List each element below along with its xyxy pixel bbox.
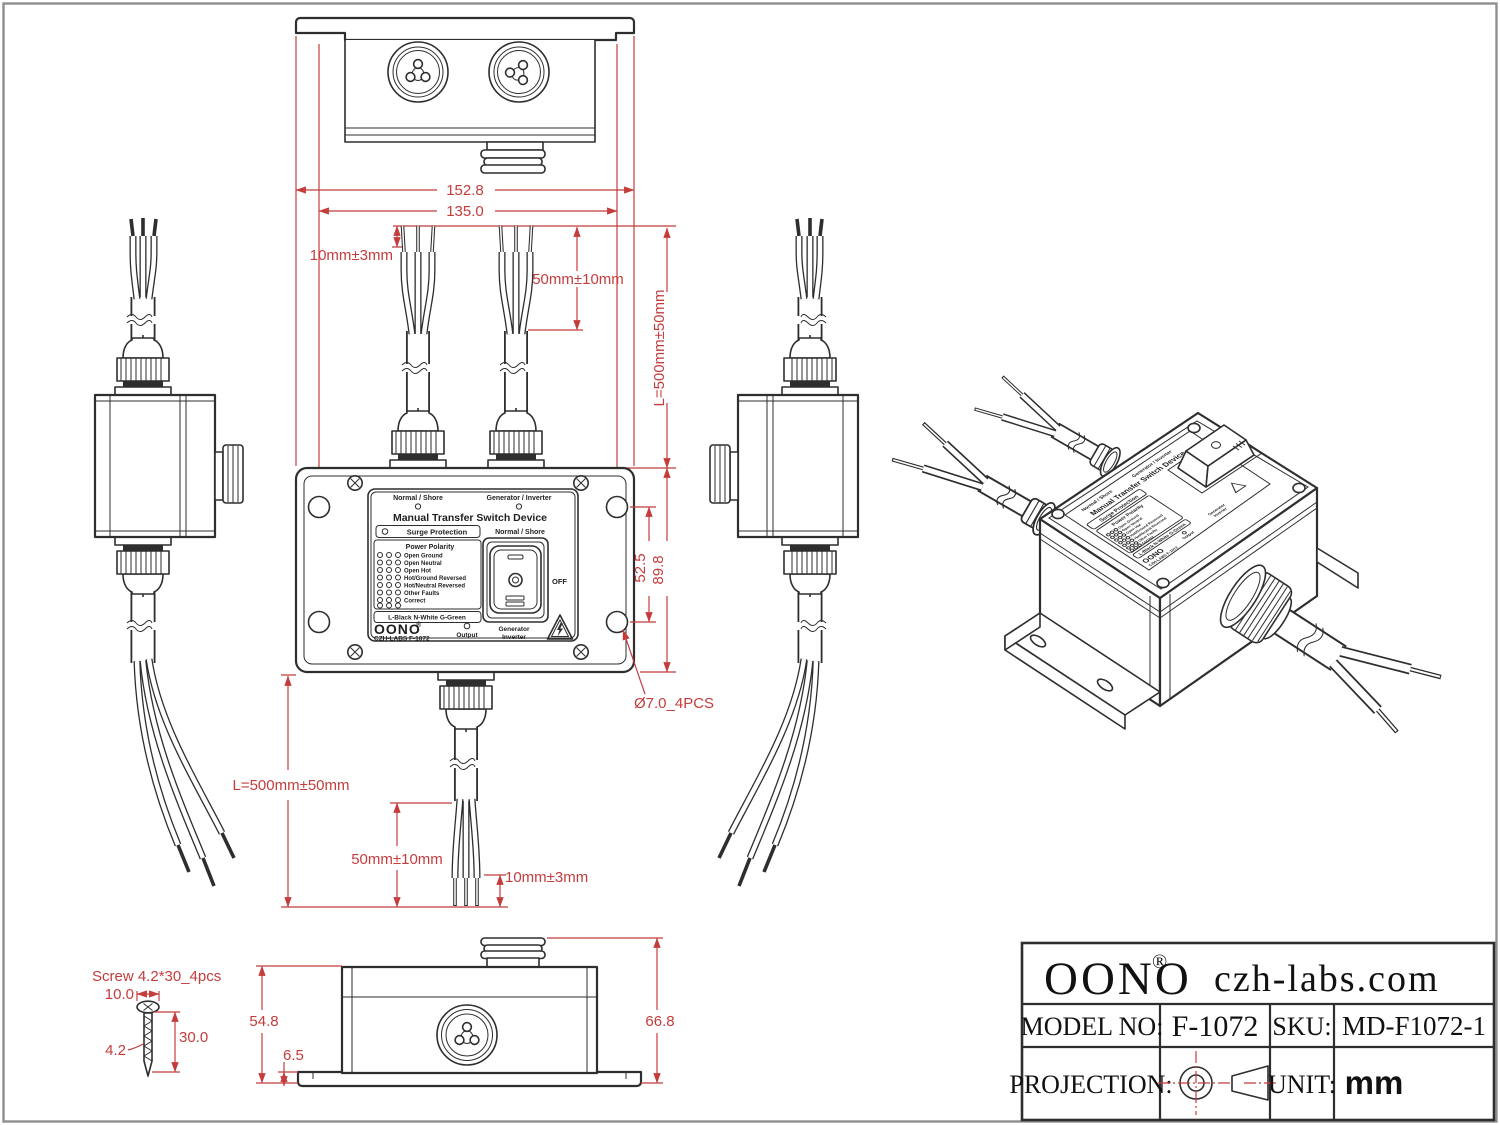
- screw-shaft-dia: 4.2: [105, 1042, 126, 1059]
- warning-triangle-icon: [546, 614, 574, 640]
- port-label-left: Normal / Shore: [393, 495, 443, 502]
- iso-inv: Inverter: [1212, 506, 1229, 517]
- iso-input-gland-1: [974, 375, 1121, 478]
- polarity-row: Other Faults: [404, 591, 440, 597]
- dim-split-bottom: 50mm±10mm: [351, 851, 443, 868]
- screw-detail: Screw 4.2*30_4pcs 10.0 30.0 4.2: [92, 968, 221, 1077]
- iso-corner-screws: [1051, 422, 1306, 589]
- front-output-cable: [437, 671, 495, 906]
- polarity-title: Power Polarity: [406, 544, 455, 551]
- polarity-row: Hot/Neutral Reversed: [404, 584, 465, 590]
- model-value: F-1072: [1172, 1010, 1259, 1043]
- title-block-site: czh-labs.com: [1214, 958, 1440, 1000]
- side-view-right: [710, 218, 858, 886]
- iso-output-gland: [1219, 564, 1442, 734]
- isometric-view: Normal / Shore Generator / Inverter Manu…: [891, 375, 1442, 734]
- bottom-view: [296, 937, 643, 1088]
- projection-label: PROJECTION:: [1009, 1070, 1172, 1099]
- iso-led-grid: [1106, 528, 1142, 552]
- dim-hole-note: Ø7.0_4PCS: [634, 695, 714, 712]
- dim-wire-length-right: L=500mm±50mm: [651, 289, 668, 406]
- polarity-row: Open Hot: [404, 569, 431, 575]
- iso-row: Correct: [1141, 535, 1156, 545]
- dim-body-height: 54.8: [249, 1013, 278, 1030]
- bottom-view-gland: [436, 1004, 498, 1066]
- dim-overall-height-front: 89.8: [650, 555, 667, 584]
- switch-generator-label: Generator: [498, 626, 530, 633]
- mount-hole: [307, 610, 331, 634]
- label-brand-reg: ®: [416, 621, 422, 629]
- iso-input-gland-2: [891, 421, 1056, 536]
- sku-label: SKU:: [1272, 1012, 1331, 1041]
- polarity-row: Hot/Ground Reversed: [404, 576, 466, 582]
- dimensions-top: 152.8 135.0 10mm±3mm 50mm±10mm L=500mm±5…: [295, 36, 676, 495]
- dim-strip-bottom: 10mm±3mm: [505, 869, 588, 886]
- front-input-cable-left: [390, 226, 446, 468]
- unit-value: mm: [1345, 1064, 1404, 1101]
- label-title: Manual Transfer Switch Device: [393, 512, 547, 524]
- title-block-brand-reg: ®: [1152, 951, 1167, 973]
- dim-strip-top: 10mm±3mm: [310, 247, 393, 264]
- top-view-gland-left: [387, 41, 449, 103]
- title-block: OONO ® czh-labs.com MODEL NO: F-1072 SKU…: [1009, 941, 1496, 1122]
- top-view: [294, 16, 636, 174]
- dim-flange-height: 6.5: [283, 1047, 304, 1064]
- wire-code: L-Black N-White G-Green: [388, 615, 466, 622]
- switch-inverter-label: Inverter: [502, 634, 526, 641]
- screw-length: 30.0: [179, 1029, 208, 1046]
- polarity-row: Open Neutral: [404, 561, 442, 567]
- screw-drawing: [136, 1000, 160, 1077]
- output-label: Output: [456, 632, 478, 639]
- screw-note: Screw 4.2*30_4pcs: [92, 968, 221, 985]
- iso-row: Open Hot: [1125, 523, 1143, 535]
- title-block-brand: OONO: [1044, 953, 1192, 1005]
- polarity-led-grid: [377, 552, 401, 609]
- iso-mounting-flange: [1004, 612, 1161, 730]
- sku-value: MD-F1072-1: [1342, 1011, 1486, 1041]
- polarity-row: Correct: [404, 599, 425, 605]
- dim-wire-length-left: L=500mm±50mm: [232, 777, 349, 794]
- dim-hole-pitch-v: 52.5: [632, 553, 649, 582]
- label-mfr: CZH-LABS F-1072: [374, 636, 430, 643]
- surge-label: Surge Protection: [407, 528, 468, 537]
- mount-hole: [605, 495, 629, 519]
- top-view-gland-right: [488, 41, 550, 103]
- rocker-switch[interactable]: Normal / Shore OFF: [482, 529, 567, 623]
- port-label-right: Generator / Inverter: [487, 495, 552, 502]
- front-label-panel: Normal / Shore Generator / Inverter Manu…: [367, 488, 579, 643]
- iso-output: Output: [1181, 530, 1197, 540]
- side-view-left: [95, 218, 243, 886]
- dim-overall-height-side: 66.8: [645, 1013, 674, 1030]
- mount-hole: [605, 610, 629, 634]
- switch-off-label: OFF: [552, 577, 567, 586]
- unit-label: UNIT:: [1268, 1070, 1336, 1099]
- dim-split-top: 50mm±10mm: [532, 271, 624, 288]
- switch-top-label: Normal / Shore: [495, 529, 545, 536]
- iso-rocker-switch[interactable]: [1167, 424, 1263, 494]
- mount-hole: [307, 495, 331, 519]
- dimensions-front: 52.5 89.8 Ø7.0_4PCS L=500mm±50mm 50mm±10…: [232, 467, 714, 908]
- projection-symbol-icon: [1158, 1051, 1276, 1115]
- dim-overall-width: 152.8: [446, 182, 484, 199]
- front-view: Normal / Shore Generator / Inverter Manu…: [294, 226, 636, 906]
- screw-head-dia: 10.0: [105, 986, 134, 1003]
- model-label: MODEL NO:: [1021, 1012, 1164, 1041]
- label-brand: OONO: [374, 621, 421, 637]
- dimensions-bottom-view: 54.8 6.5 66.8: [249, 937, 675, 1087]
- front-input-cable-right: [488, 226, 544, 468]
- dim-hole-span-width: 135.0: [446, 203, 484, 220]
- polarity-row: Open Ground: [404, 554, 443, 560]
